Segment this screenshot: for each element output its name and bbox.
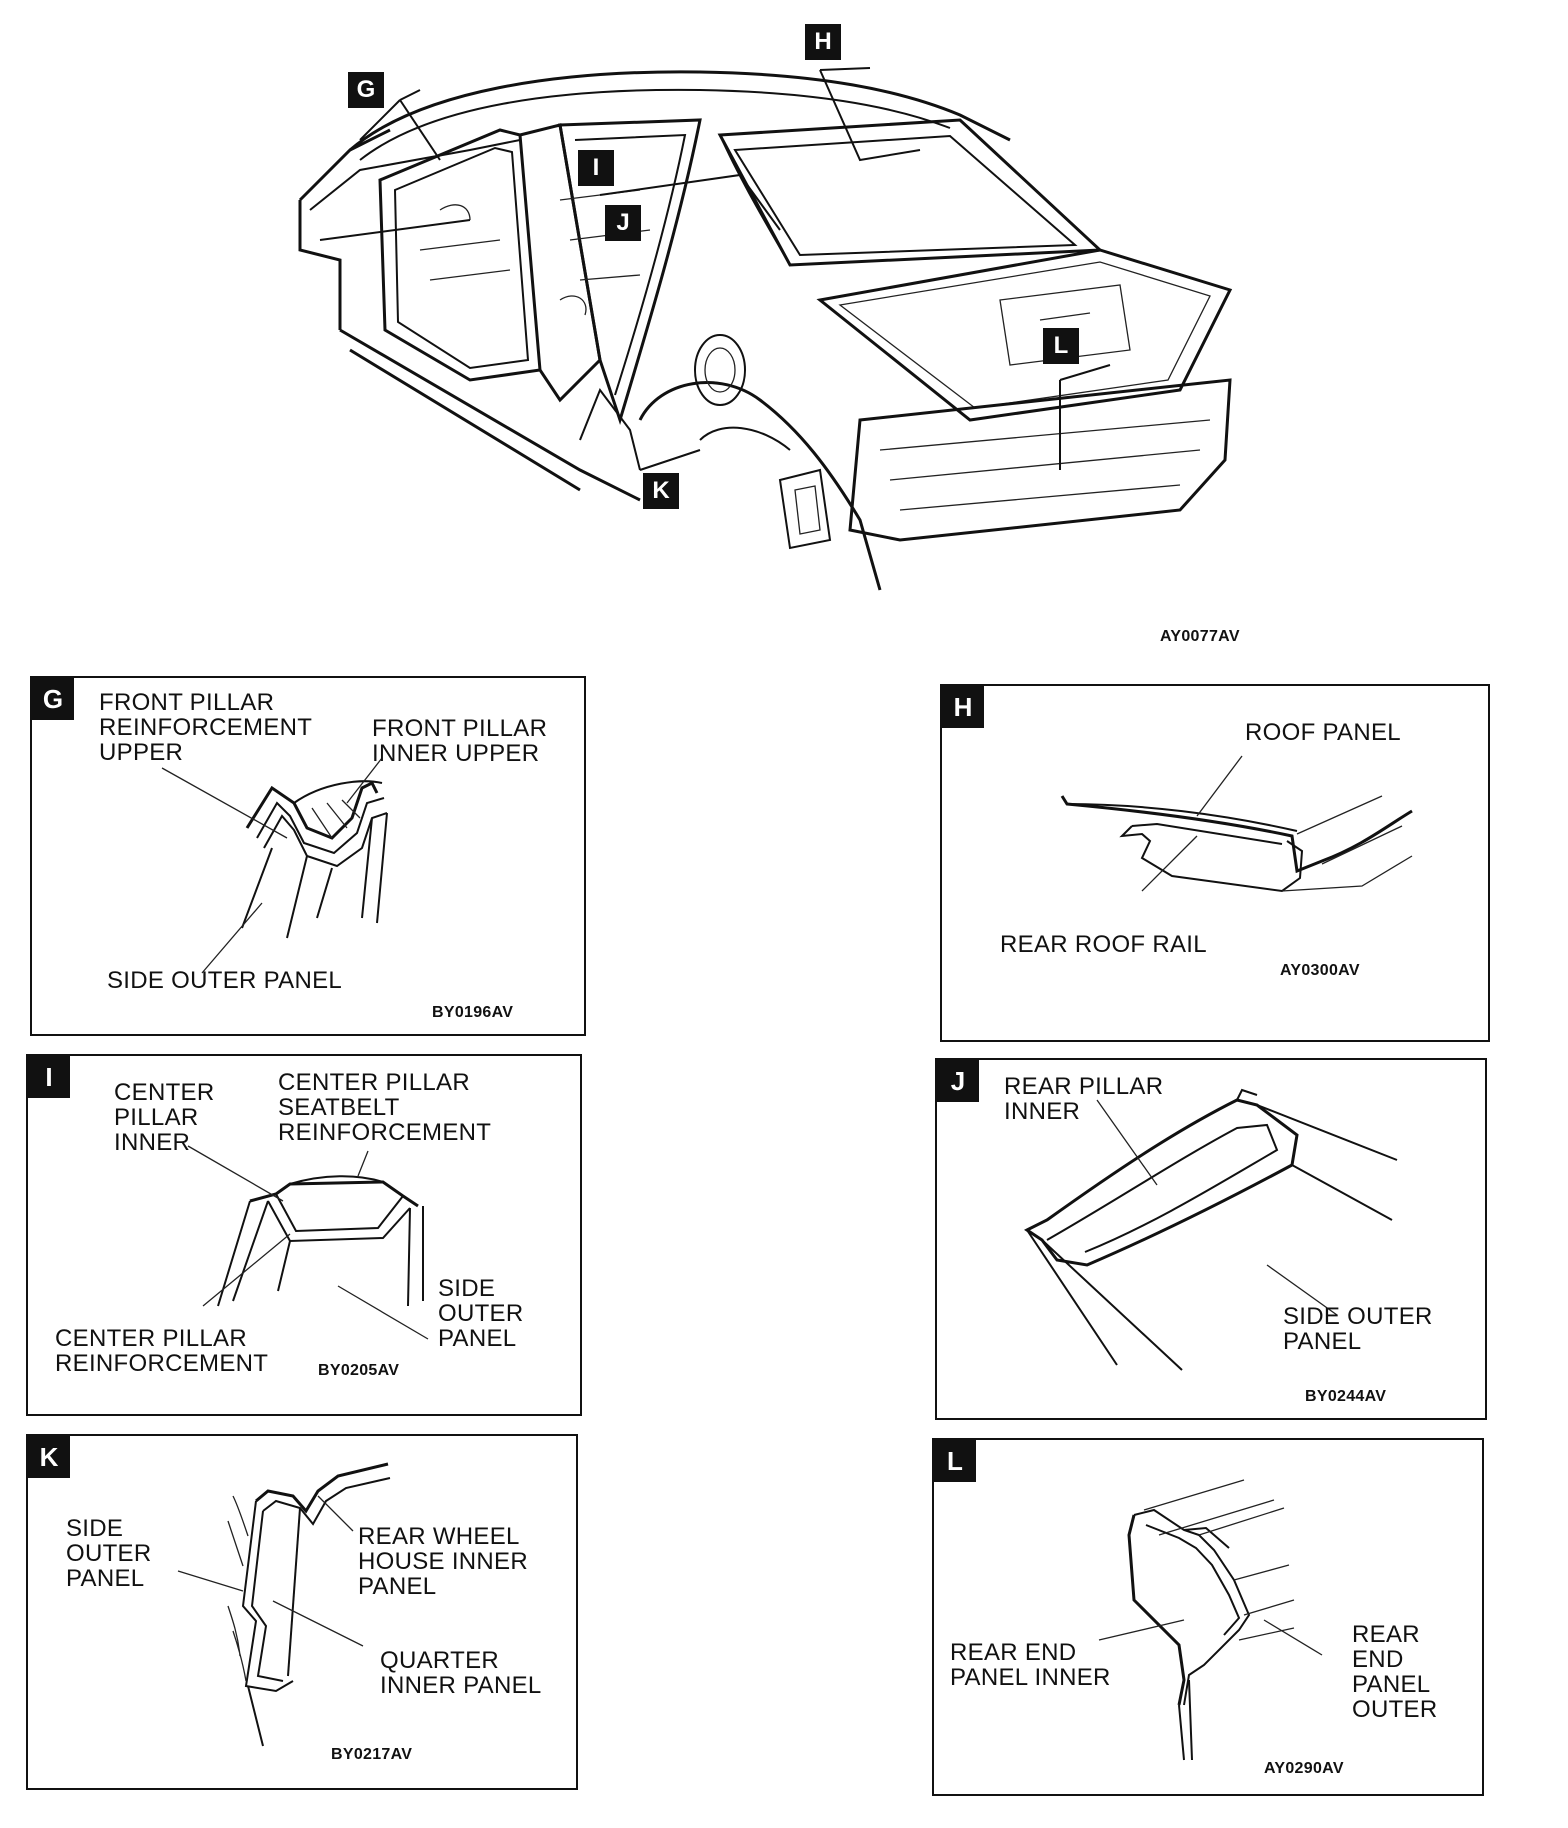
label-quarter-inner-panel: QUARTER INNER PANEL <box>380 1647 542 1699</box>
detail-panel-j: J REAR PILLAR INNER SIDE OUTER PANEL BY0… <box>935 1058 1487 1420</box>
callout-j: J <box>605 205 641 241</box>
label-roof-panel: ROOF PANEL <box>1245 719 1401 746</box>
callout-l: L <box>1043 328 1079 364</box>
panel-tag-i: I <box>28 1056 70 1098</box>
label-rear-end-panel-outer: REAR END PANEL OUTER <box>1352 1621 1438 1723</box>
figure-code-k: BY0217AV <box>331 1746 413 1763</box>
panel-tag-g: G <box>32 678 74 720</box>
figure-code-g: BY0196AV <box>432 1004 514 1021</box>
label-front-pillar-inner-upper: FRONT PILLAR INNER UPPER <box>372 715 548 767</box>
section-drawing-l <box>1098 1479 1323 1761</box>
callout-k: K <box>643 473 679 509</box>
panel-tag-j: J <box>937 1060 979 1102</box>
label-side-outer-panel: SIDE OUTER PANEL <box>438 1275 524 1352</box>
section-drawing-j <box>1024 1088 1398 1371</box>
label-side-outer-panel: SIDE OUTER PANEL <box>1283 1303 1433 1355</box>
label-rear-end-panel-inner: REAR END PANEL INNER <box>950 1639 1111 1691</box>
section-drawing-g <box>161 757 388 974</box>
label-center-pillar-seatbelt-reinforcement: CENTER PILLAR SEATBELT REINFORCEMENT <box>278 1069 492 1146</box>
label-center-pillar-inner: CENTER PILLAR INNER <box>114 1079 215 1156</box>
callout-h: H <box>805 24 841 60</box>
figure-code-i: BY0205AV <box>318 1362 400 1379</box>
detail-panel-k: K SIDE OUTER PANEL REAR WHEEL HOUSE INNE… <box>26 1434 578 1790</box>
figure-code-l: AY0290AV <box>1264 1760 1344 1777</box>
label-front-pillar-reinforcement-upper: FRONT PILLAR REINFORCEMENT UPPER <box>99 689 313 766</box>
car-body-drawing <box>298 67 1233 591</box>
panel-tag-l: L <box>934 1440 976 1482</box>
section-drawing-i <box>187 1145 429 1340</box>
panel-tag-k: K <box>28 1436 70 1478</box>
label-side-outer-panel: SIDE OUTER PANEL <box>66 1515 152 1592</box>
callout-g: G <box>348 72 384 108</box>
detail-panel-g: G FRONT PILLAR REINFORCEMENT UPPER FRONT… <box>30 676 586 1036</box>
section-drawing-h <box>1060 755 1413 893</box>
label-rear-pillar-inner: REAR PILLAR INNER <box>1004 1073 1164 1125</box>
label-rear-roof-rail: REAR ROOF RAIL <box>1000 931 1207 958</box>
overview-figure-code: AY0077AV <box>1160 628 1240 645</box>
detail-panel-i: I CENTER PILLAR INNER CENTER PILLAR SEAT… <box>26 1054 582 1416</box>
section-drawing-k <box>177 1462 391 1747</box>
detail-panel-l: L REAR END PANEL INNER REAR END PANEL OU… <box>932 1438 1484 1796</box>
detail-panel-h: H ROOF PANEL REAR ROOF RAIL AY0300AV <box>940 684 1490 1042</box>
panel-tag-h: H <box>942 686 984 728</box>
figure-code-j: BY0244AV <box>1305 1388 1387 1405</box>
label-center-pillar-reinforcement: CENTER PILLAR REINFORCEMENT <box>55 1325 269 1377</box>
figure-code-h: AY0300AV <box>1280 962 1360 979</box>
label-side-outer-panel: SIDE OUTER PANEL <box>107 967 343 994</box>
label-rear-wheel-house-inner-panel: REAR WHEEL HOUSE INNER PANEL <box>358 1523 528 1600</box>
callout-i: I <box>578 150 614 186</box>
car-body-overview: G H I J K L AY0077AV <box>0 0 1568 645</box>
